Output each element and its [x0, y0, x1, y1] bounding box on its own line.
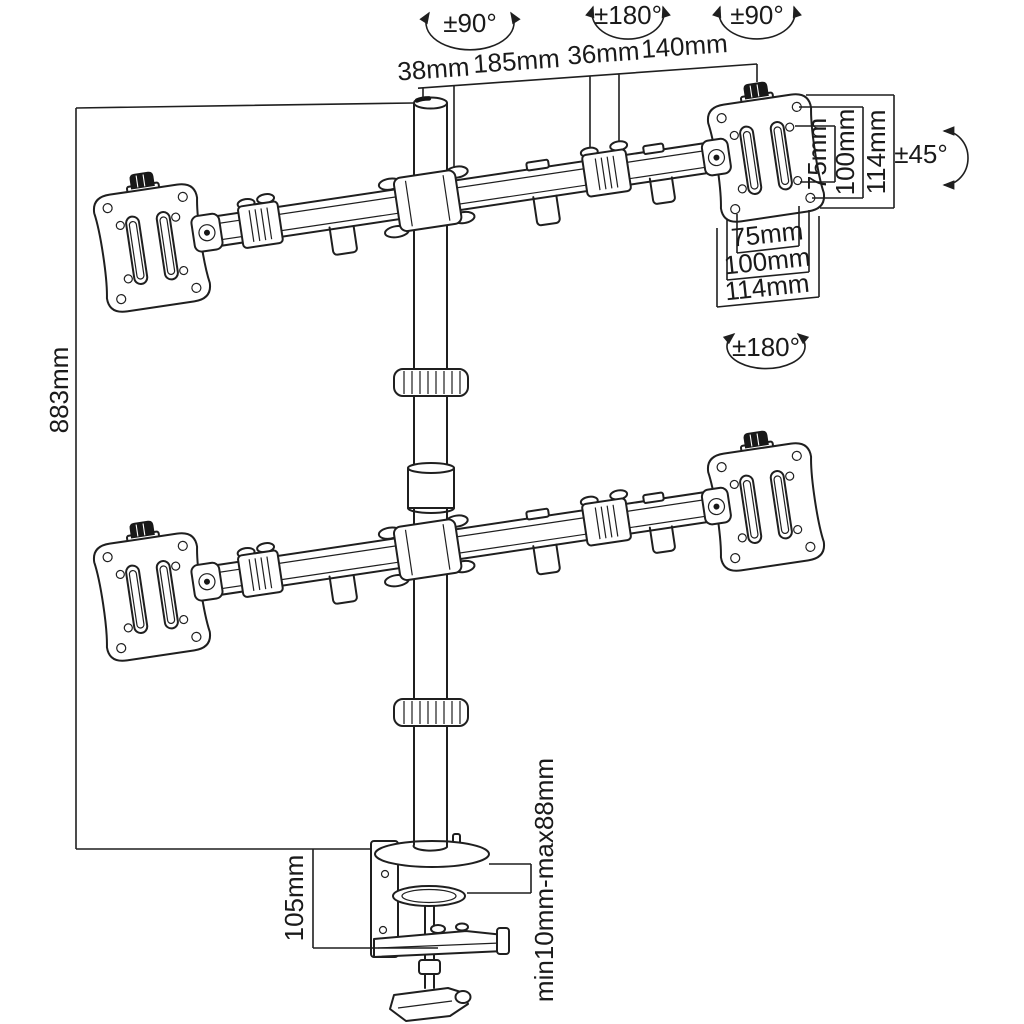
dim-vesa-horizontal: 75mm 100mm 114mm: [716, 206, 820, 308]
pole-cap-shade: [414, 96, 432, 103]
dim-line: [716, 206, 820, 308]
dim-inner-arm-label: 185mm: [472, 43, 561, 79]
dim-top-chain: 38mm 185mm 36mm 140mm: [396, 28, 758, 168]
bracket-hole: [380, 869, 390, 879]
dim-desk-thickness-label: min10mm-max88mm: [529, 758, 559, 1002]
rotation-vesa-rotate-label: ±180°: [732, 332, 800, 362]
bracket-hole: [378, 925, 388, 935]
dim-elbow-label: 36mm: [566, 36, 640, 71]
dim-line: [467, 863, 532, 894]
dim-pole-diameter-label: 38mm: [396, 52, 470, 87]
dim-vesa-v114-label: 114mm: [861, 110, 891, 195]
rotation-arc: [585, 5, 671, 40]
dim-vesa-v100-label: 100mm: [830, 109, 860, 196]
upper-arm: [187, 124, 737, 278]
lower-arm: [187, 473, 737, 627]
dim-clamp-height: 105mm: [279, 849, 438, 949]
rotation-arc: [722, 332, 810, 370]
dim-pole-height: 883mm: [44, 102, 414, 850]
rotation-vesa-rotate: ±180°: [722, 332, 810, 370]
rotation-vesa-swivel-label: ±90°: [730, 0, 784, 30]
clamp-base-plate: [374, 840, 490, 868]
pole-base-stub: [412, 805, 448, 852]
clamp-knob-cap: [454, 990, 472, 1004]
pole-collar-upper: [393, 368, 469, 397]
pole-coupler: [407, 462, 455, 514]
rotation-pole-swivel-label: ±90°: [443, 8, 497, 38]
dim-clamp-height-label: 105mm: [279, 855, 309, 942]
rotation-arc: [712, 5, 802, 40]
clamp-knob-line: [397, 1000, 453, 1009]
dim-outer-arm-label: 140mm: [640, 28, 729, 64]
coupler-top: [407, 462, 455, 474]
jaw-boss: [455, 922, 469, 932]
rotation-arc: [942, 126, 969, 190]
rotation-vesa-swivel: ±90°: [712, 0, 802, 40]
dim-vesa-vertical: 75mm 100mm 114mm: [795, 94, 895, 209]
dim-line: [795, 94, 895, 209]
rotation-pole-swivel: ±90°: [419, 8, 521, 51]
dim-line: [312, 849, 438, 949]
clamp-pad-inner: [401, 888, 457, 904]
rotation-vesa-tilt: ±45°: [894, 126, 969, 190]
desk-clamp: [370, 805, 510, 1022]
jaw-end-tab: [496, 927, 510, 955]
dim-pole-height-label: 883mm: [44, 347, 74, 434]
rotation-elbow-swivel-label: ±180°: [594, 0, 662, 30]
rotation-vesa-tilt-label: ±45°: [894, 139, 948, 169]
screw-collar: [418, 959, 441, 975]
coupler-bottom: [407, 507, 455, 514]
dim-line: [75, 102, 414, 850]
clamp-jaw-edge: [377, 942, 501, 949]
rotation-elbow-swivel: ±180°: [585, 0, 671, 40]
rotation-arc: [419, 11, 521, 51]
jaw-boss: [430, 924, 446, 934]
dim-vesa-v75-label: 75mm: [802, 118, 832, 190]
dim-desk-thickness: min10mm-max88mm: [467, 758, 559, 1002]
dim-line: [417, 63, 758, 168]
pole-collar-lower: [393, 698, 469, 727]
